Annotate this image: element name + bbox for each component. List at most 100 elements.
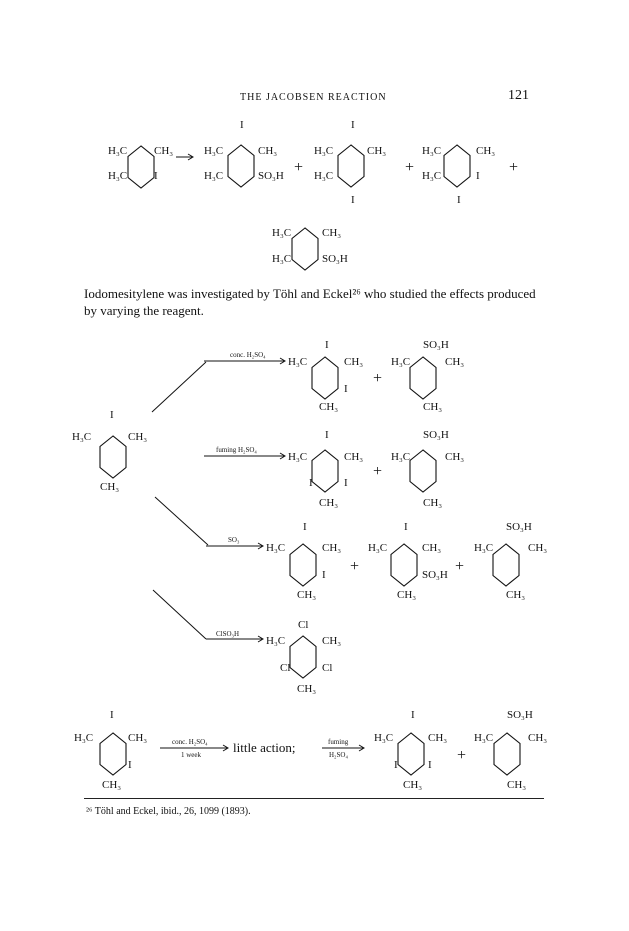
label-i: I — [351, 194, 355, 206]
reagent-clso3h: ClSO₃H — [216, 630, 239, 638]
label-ch3: CH₃ — [102, 779, 121, 791]
label-ch3: CH₃ — [128, 732, 147, 744]
label-ch3: CH₃ — [445, 451, 464, 463]
benzene-ring — [409, 356, 437, 400]
little-action-text: little action; — [233, 740, 295, 755]
label-ch3: CH₃ — [322, 542, 341, 554]
label-i: I — [322, 569, 326, 581]
benzene-ring — [127, 145, 155, 189]
label-so3h: SO₃H — [423, 339, 449, 351]
benzene-ring — [493, 732, 521, 776]
label-ch3: CH₃ — [154, 145, 173, 157]
plus-sign: + — [294, 159, 303, 176]
label-i: I — [394, 759, 398, 771]
label-ch3: CH₃ — [428, 732, 447, 744]
label-ch3: CH₃ — [528, 732, 547, 744]
reaction-arrows — [151, 153, 365, 752]
label-h3c: H₃C — [204, 145, 223, 157]
reagent-fuming: fuming — [328, 738, 349, 746]
label-cl: Cl — [298, 619, 308, 631]
arrow-bottom-2-head — [358, 744, 365, 752]
label-h3c: H₃C — [314, 170, 333, 182]
running-head: THE JACOBSEN REACTION — [240, 92, 387, 103]
label-i: I — [325, 429, 329, 441]
arrow-top-head — [187, 153, 194, 161]
reagent-h2so4: H₂SO₄ — [329, 751, 348, 759]
label-h3c: H₃C — [288, 451, 307, 463]
benzene-ring — [397, 732, 425, 776]
benzene-ring — [311, 449, 339, 493]
label-h3c: H₃C — [266, 542, 285, 554]
label-h3c: H₃C — [204, 170, 223, 182]
label-i: I — [325, 339, 329, 351]
label-ch3: CH₃ — [297, 683, 316, 695]
label-i: I — [404, 521, 408, 533]
footnote-rule — [84, 798, 544, 799]
label-h3c: H₃C — [108, 170, 127, 182]
label-ch3: CH₃ — [344, 356, 363, 368]
plus-sign: + — [405, 159, 414, 176]
branch-line-1 — [151, 361, 207, 413]
label-ch3: CH₃ — [445, 356, 464, 368]
label-i: I — [110, 709, 114, 721]
benzene-ring — [311, 356, 339, 400]
body-paragraph: Iodomesitylene was investigated by Töhl … — [84, 286, 536, 318]
benzene-ring — [289, 543, 317, 587]
label-so3h: SO₃H — [422, 569, 448, 581]
benzene-ring — [443, 144, 471, 188]
label-h3c: H₃C — [474, 542, 493, 554]
label-h3c: H₃C — [474, 732, 493, 744]
label-i: I — [240, 119, 244, 131]
benzene-ring — [227, 144, 255, 188]
plus-sign: + — [457, 747, 466, 764]
label-h3c: H₃C — [108, 145, 127, 157]
label-ch3: CH₃ — [297, 589, 316, 601]
benzene-ring — [337, 144, 365, 188]
label-h3c: H₃C — [422, 145, 441, 157]
label-ch3: CH₃ — [322, 635, 341, 647]
label-i: I — [344, 383, 348, 395]
label-so3h: SO₃H — [507, 709, 533, 721]
benzene-ring — [289, 635, 317, 679]
benzene-ring — [492, 543, 520, 587]
branch-line-2 — [154, 496, 209, 546]
benzene-ring — [409, 449, 437, 493]
reagent-so3: SO₃ — [228, 536, 240, 544]
label-i: I — [351, 119, 355, 131]
arrow-so3-head — [257, 542, 264, 550]
arrow-fuming-head — [279, 452, 286, 460]
label-so3h: SO₃H — [423, 429, 449, 441]
label-h3c: H₃C — [314, 145, 333, 157]
label-ch3: CH₃ — [100, 481, 119, 493]
label-cl: Cl — [280, 662, 290, 674]
benzene-ring — [291, 227, 319, 271]
label-ch3: CH₃ — [422, 542, 441, 554]
label-h3c: H₃C — [422, 170, 441, 182]
label-ch3: CH₃ — [423, 497, 442, 509]
label-ch3: CH₃ — [344, 451, 363, 463]
label-h3c: H₃C — [272, 227, 291, 239]
plus-sign: + — [350, 558, 359, 575]
arrow-conc-head — [279, 357, 286, 365]
label-ch3: CH₃ — [322, 227, 341, 239]
label-ch3: CH₃ — [258, 145, 277, 157]
label-h3c: H₃C — [266, 635, 285, 647]
footnote: ²⁶ Töhl and Eckel, ibid., 26, 1099 (1893… — [86, 806, 251, 817]
label-i: I — [154, 170, 158, 182]
label-h3c: H₃C — [374, 732, 393, 744]
label-i: I — [309, 477, 313, 489]
label-so3h: SO₃H — [506, 521, 532, 533]
benzene-ring — [99, 732, 127, 776]
benzene-ring — [99, 435, 127, 479]
label-i: I — [476, 170, 480, 182]
plus-sign: + — [509, 159, 518, 176]
reagent-conc-h2so4: conc. H₂SO₄ — [230, 351, 266, 359]
label-i: I — [128, 759, 132, 771]
label-ch3: CH₃ — [528, 542, 547, 554]
label-i: I — [344, 477, 348, 489]
label-i: I — [428, 759, 432, 771]
label-h3c: H₃C — [288, 356, 307, 368]
plus-sign: + — [373, 370, 382, 387]
reagent-conc-h2so4-bottom: conc. H₂SO₄ — [172, 738, 208, 746]
